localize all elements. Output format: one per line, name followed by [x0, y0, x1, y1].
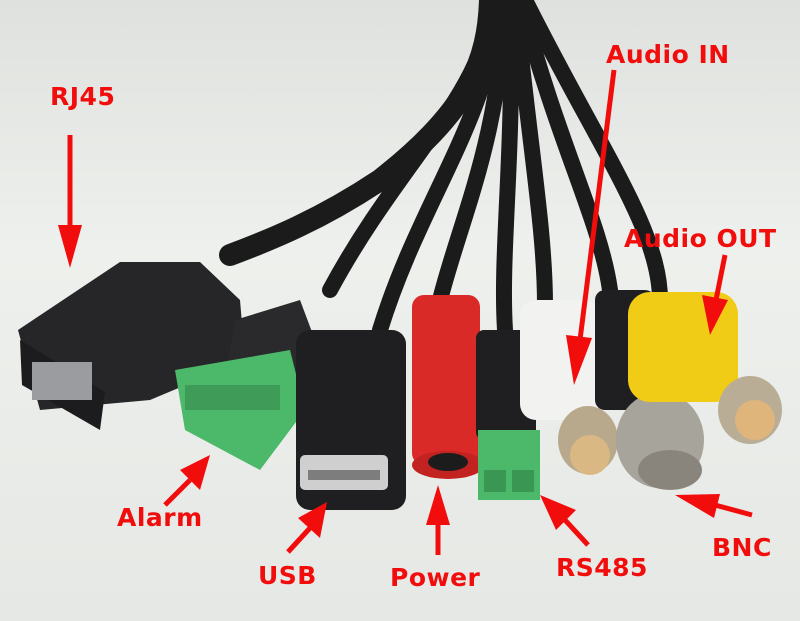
alarm-terminal: [175, 300, 330, 470]
label-alarm: Alarm: [117, 503, 203, 532]
label-usb: USB: [258, 561, 317, 590]
label-rs485: RS485: [556, 553, 648, 582]
power-connector: [412, 295, 484, 479]
label-rj45: RJ45: [50, 82, 116, 111]
label-audio-out: Audio OUT: [624, 224, 777, 253]
usb-connector: [296, 330, 406, 510]
label-audio-in: Audio IN: [606, 40, 730, 69]
annotation-arrows: [58, 69, 753, 555]
label-bnc: BNC: [712, 533, 772, 562]
cable-bundle: [219, 0, 668, 338]
label-power: Power: [390, 563, 481, 592]
